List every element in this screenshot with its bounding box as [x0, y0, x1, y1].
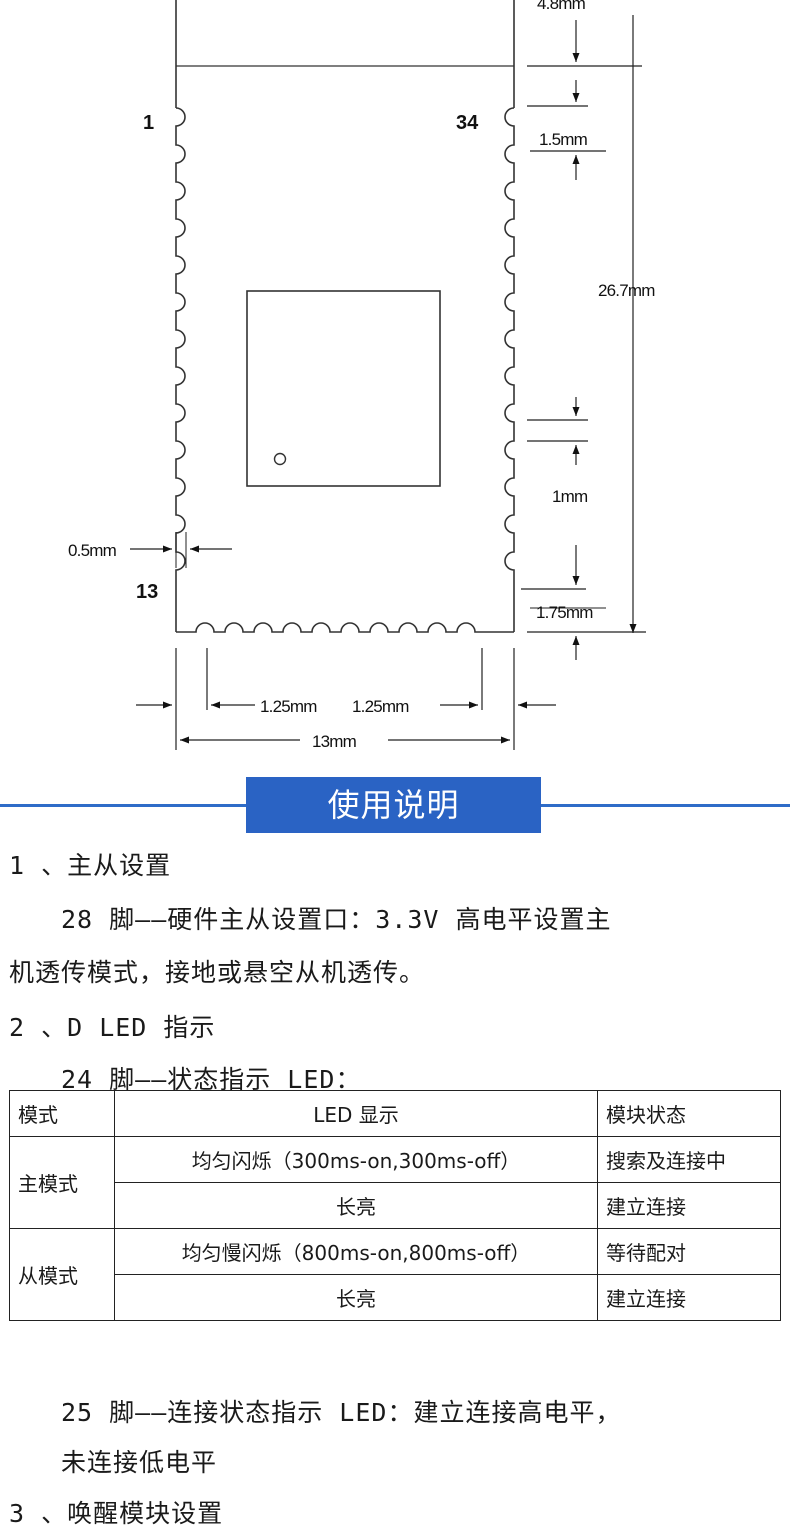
- state-cell: 建立连接: [597, 1182, 781, 1229]
- header-mode: 模式: [9, 1090, 115, 1137]
- dim-pitch-1.5mm: 1.5mm: [539, 130, 588, 149]
- table-header-row: 模式 LED 显示 模块状态: [9, 1090, 781, 1137]
- pin-label-13: 13: [136, 581, 158, 603]
- dim-edge-0.5mm: 0.5mm: [68, 541, 117, 560]
- state-cell: 搜索及连接中: [597, 1136, 781, 1183]
- pin1-marker: [273, 452, 287, 466]
- pin24-description: 24 脚——状态指示 LED：: [61, 1065, 362, 1094]
- led-cell: 均匀闪烁（300ms-on,300ms-off）: [114, 1136, 598, 1183]
- dim-length-26.7mm: 26.7mm: [598, 281, 655, 300]
- right-castellated-pads: [504, 107, 515, 632]
- pin25-description-cont: 未连接低电平: [61, 1448, 218, 1477]
- dim-top-4.8mm: 4.8mm: [537, 0, 586, 13]
- dim-right-offset-1.25mm: 1.25mm: [352, 697, 409, 716]
- chip-shield: [246, 290, 441, 487]
- module-dimension-drawing: 1 13 34 4.: [68, 0, 656, 751]
- bottom-castellated-pads: [176, 622, 514, 633]
- table-row: 从模式 均匀慢闪烁（800ms-on,800ms-off） 等待配对: [9, 1228, 781, 1321]
- module-outline: [175, 0, 515, 633]
- left-castellated-pads: [175, 107, 186, 632]
- led-cell: 长亮: [114, 1274, 598, 1321]
- dim-bottom-1.75mm: 1.75mm: [536, 603, 593, 622]
- pin25-description: 25 脚——连接状态指示 LED：建立连接高电平，: [61, 1398, 622, 1427]
- dim-width-13mm: 13mm: [312, 732, 357, 751]
- header-state: 模块状态: [597, 1090, 781, 1137]
- pin28-description: 28 脚——硬件主从设置口：3.3V 高电平设置主: [61, 905, 612, 934]
- section-title: 使用说明: [246, 777, 541, 833]
- dim-left-offset-1.25mm: 1.25mm: [260, 697, 317, 716]
- header-led: LED 显示: [114, 1090, 598, 1137]
- mode-slave: 从模式: [9, 1228, 115, 1321]
- table-row: 长亮 建立连接: [10, 1182, 781, 1229]
- state-cell: 建立连接: [597, 1274, 781, 1321]
- pin28-description-cont: 机透传模式，接地或悬空从机透传。: [9, 958, 426, 987]
- state-cell: 等待配对: [597, 1228, 781, 1275]
- mode-master: 主模式: [9, 1136, 115, 1229]
- dim-pad-1mm: 1mm: [552, 487, 588, 506]
- pin-label-1: 1: [143, 112, 154, 134]
- table-row: 长亮 建立连接: [10, 1274, 781, 1321]
- heading-wakeup: 3 、唤醒模块设置: [9, 1499, 224, 1528]
- section-banner: 使用说明: [0, 777, 790, 833]
- led-cell: 长亮: [114, 1182, 598, 1229]
- table-row: 主模式 均匀闪烁（300ms-on,300ms-off） 搜索及连接中: [9, 1136, 781, 1229]
- led-status-table: 模式 LED 显示 模块状态 主模式 均匀闪烁（300ms-on,300ms-o…: [9, 1090, 781, 1321]
- heading-master-slave: 1 、主从设置: [9, 851, 172, 880]
- heading-led: 2 、D LED 指示: [9, 1013, 216, 1042]
- led-cell: 均匀慢闪烁（800ms-on,800ms-off）: [114, 1228, 598, 1275]
- pin-label-34: 34: [456, 112, 479, 134]
